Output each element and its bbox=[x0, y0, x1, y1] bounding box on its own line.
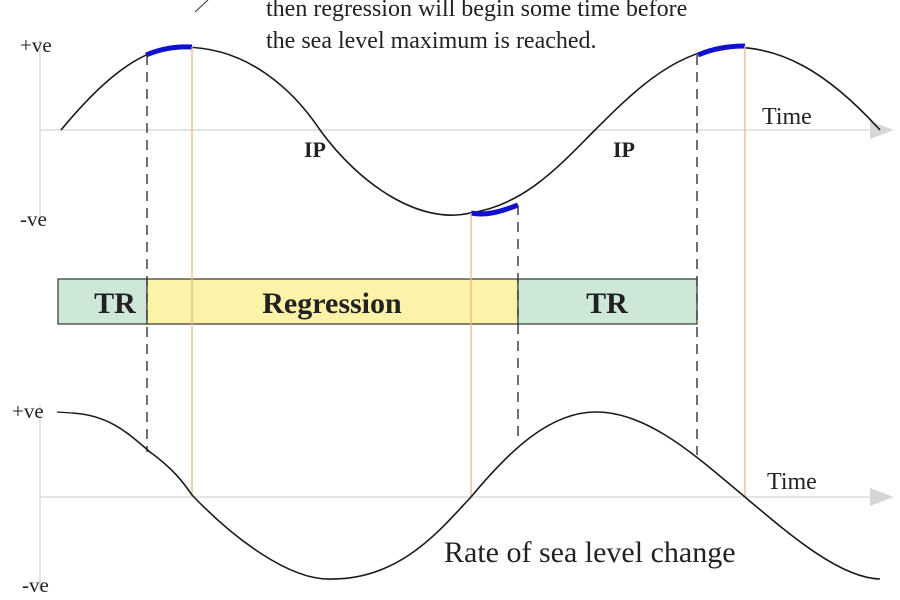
top-time-label: Time bbox=[762, 104, 812, 130]
bottom-y-pos-label: +ve bbox=[12, 399, 44, 423]
band-tr-1-label: TR bbox=[94, 287, 136, 320]
band-tr-2-label: TR bbox=[586, 287, 628, 320]
top-y-neg-label: -ve bbox=[20, 207, 47, 231]
annotation-line-1: then regression will begin some time bef… bbox=[266, 0, 687, 22]
highlight-segment-3 bbox=[697, 43, 746, 58]
bottom-y-pos-tick bbox=[56, 411, 73, 414]
rate-caption: Rate of sea level change bbox=[444, 536, 736, 569]
band-regression bbox=[146, 278, 519, 325]
highlight-segment-1 bbox=[145, 44, 193, 58]
highlight-segment-2 bbox=[470, 202, 519, 217]
band-regression-label: Regression bbox=[262, 287, 402, 320]
rate-curve bbox=[71, 411, 881, 580]
sea-level-curve bbox=[60, 46, 881, 216]
inflection-label-1: IP bbox=[304, 137, 326, 162]
annotation-pointer bbox=[194, 0, 209, 13]
inflection-label-2: IP bbox=[613, 137, 635, 162]
band-tr-1 bbox=[57, 278, 148, 325]
annotation-line-2: the sea level maximum is reached. bbox=[266, 28, 597, 54]
top-y-pos-label: +ve bbox=[20, 33, 52, 57]
band-tr-2 bbox=[517, 278, 698, 325]
bottom-y-neg-label: -ve bbox=[22, 573, 49, 597]
bottom-time-axis-arrow bbox=[870, 488, 894, 506]
bottom-time-label: Time bbox=[767, 469, 817, 495]
